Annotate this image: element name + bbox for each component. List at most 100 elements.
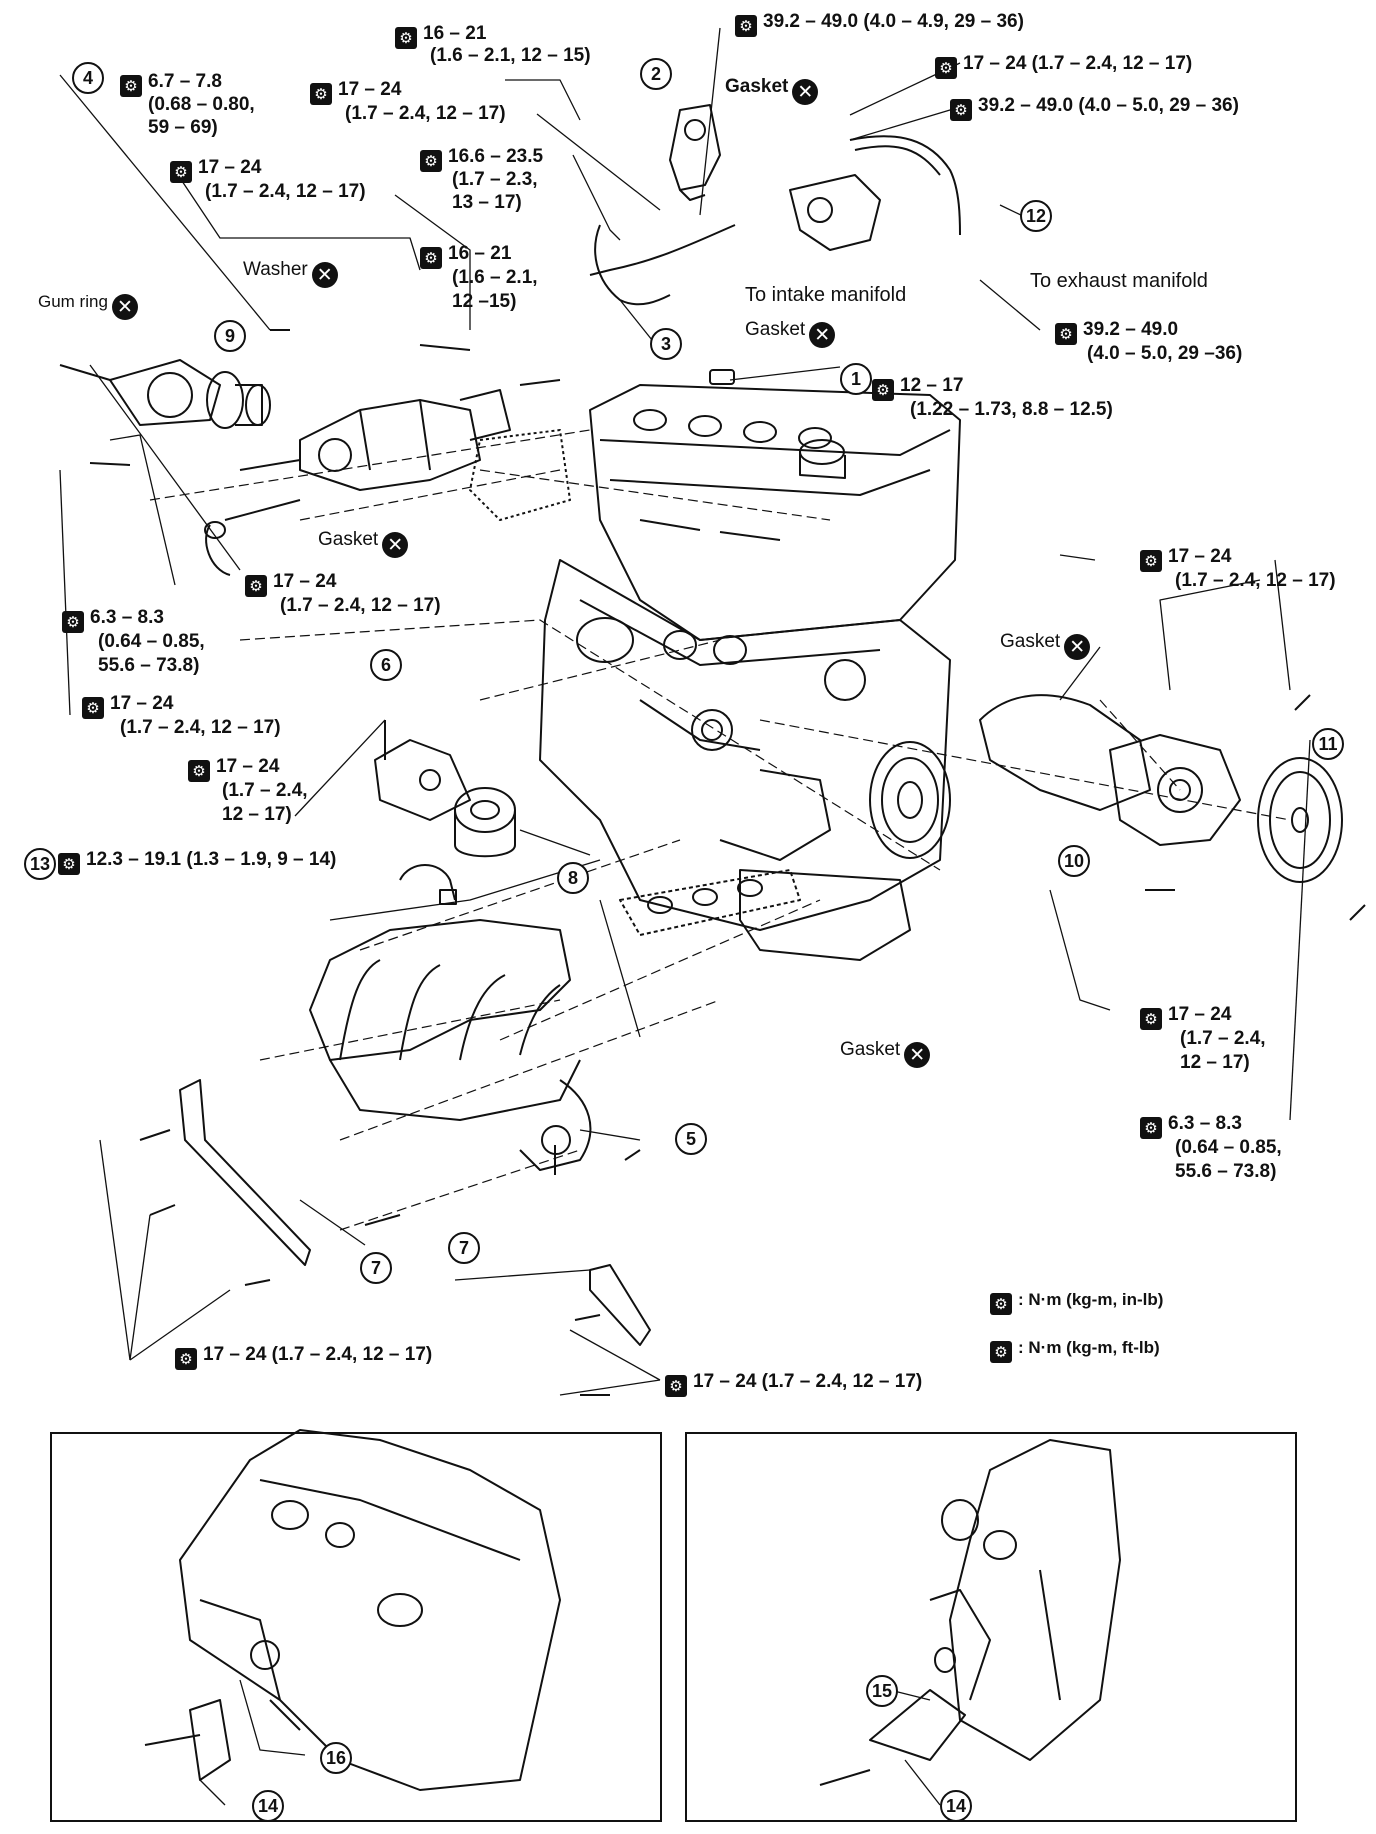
torque-17-24-f: ⚙17 – 24 xyxy=(1140,1003,1231,1030)
torque-value: 12 – 17 xyxy=(900,375,964,396)
torque-value: 39.2 – 49.0 xyxy=(1083,319,1179,340)
legend-text: : N·m (kg-m, ft-lb) xyxy=(1018,1338,1160,1357)
torque-17-24-d: ⚙ 17 – 24 xyxy=(82,692,173,719)
torque-wrench-icon: ⚙ xyxy=(245,575,267,597)
torque-17-24-bottom-center: ⚙ 17 – 24 (1.7 – 2.4, 12 – 17) xyxy=(665,1370,922,1397)
torque-value: 6.7 – 7.8 xyxy=(148,71,222,92)
to-exhaust-label: To exhaust manifold xyxy=(1030,270,1208,292)
torque-value: 39.2 – 49.0 (4.0 – 5.0, 29 – 36) xyxy=(978,95,1239,116)
inset-block-left xyxy=(144,1429,561,1791)
leader-lines xyxy=(59,27,1311,1396)
torque-value: 16.6 – 23.5 xyxy=(448,146,544,167)
manifold-support-left xyxy=(179,1079,311,1266)
torque-6-7-l3: 59 – 69) xyxy=(148,117,218,138)
torque-12-17: ⚙ 12 – 17 xyxy=(872,374,963,401)
torque-value: 17 – 24 (1.7 – 2.4, 12 – 17) xyxy=(963,53,1193,74)
gasket-text: Gasket xyxy=(745,319,806,340)
part-number-16: 16 xyxy=(320,1742,352,1774)
part-number-7-right: 7 xyxy=(448,1232,480,1264)
torque-wrench-icon: ⚙ xyxy=(188,760,210,782)
do-not-reuse-icon: ✕ xyxy=(382,532,409,558)
egr-valve xyxy=(669,104,881,251)
gasket-label-left: Gasket✕ xyxy=(318,528,409,558)
torque-39-49-exh: ⚙39.2 – 49.0 xyxy=(1055,318,1178,345)
inset-frame-right xyxy=(685,1432,1297,1822)
torque-value: 17 – 24 (1.7 – 2.4, 12 – 17) xyxy=(693,1371,923,1392)
oil-filter xyxy=(454,787,516,858)
manifold-support-right xyxy=(589,1264,651,1346)
torque-value: 17 – 24 xyxy=(338,79,402,100)
gasket-outline xyxy=(469,429,571,521)
to-intake-label: To intake manifold xyxy=(745,284,907,306)
sensor xyxy=(709,369,735,385)
torque-value: 17 – 24 xyxy=(198,157,262,178)
torque-value: 6.3 – 8.3 xyxy=(90,607,164,628)
inset-block-right xyxy=(819,1439,1121,1786)
torque-17-24-f-l3: 12 – 17) xyxy=(1180,1052,1250,1073)
torque-39-49-exh-sub: (4.0 – 5.0, 29 –36) xyxy=(1087,343,1243,364)
torque-16-21-mid-l2: (1.6 – 2.1, xyxy=(452,267,538,288)
water-pump xyxy=(1109,734,1241,846)
legend-ftlb: ⚙ : N·m (kg-m, ft-lb) xyxy=(990,1338,1160,1363)
torque-wrench-icon: ⚙ xyxy=(665,1375,687,1397)
legend-text: : N·m (kg-m, in-lb) xyxy=(1018,1290,1164,1309)
legend-inlb: ⚙ : N·m (kg-m, in-lb) xyxy=(990,1290,1163,1315)
intake-manifold xyxy=(309,864,592,1171)
cylinder-head xyxy=(589,384,961,641)
torque-wrench-icon: ⚙ xyxy=(310,83,332,105)
torque-17-24-right: ⚙17 – 24 xyxy=(1140,545,1231,572)
torque-6-3-left-l2: (0.64 – 0.85, xyxy=(98,631,205,652)
torque-6-7: ⚙6.7 – 7.8 xyxy=(120,70,222,97)
torque-value: 17 – 24 xyxy=(110,693,174,714)
assembly-lines xyxy=(149,429,1291,1231)
torque-17-24-e: ⚙ 17 – 24 xyxy=(188,755,279,782)
gasket-label-right: Gasket✕ xyxy=(1000,630,1091,660)
torque-value: 16 – 21 xyxy=(448,243,512,264)
do-not-reuse-icon: ✕ xyxy=(111,294,138,320)
part-number-13: 13 xyxy=(24,848,56,880)
torque-6-3-right-l3: 55.6 – 73.8) xyxy=(1175,1161,1277,1182)
torque-wrench-inlb-icon: ⚙ xyxy=(990,1293,1012,1315)
torque-6-7-l2: (0.68 – 0.80, xyxy=(148,94,255,115)
torque-wrench-icon: ⚙ xyxy=(170,161,192,183)
torque-wrench-icon: ⚙ xyxy=(990,1341,1012,1363)
torque-wrench-inlb-icon: ⚙ xyxy=(62,611,84,633)
gasket-label-intake: Gasket✕ xyxy=(840,1038,931,1068)
torque-wrench-icon: ⚙ xyxy=(395,27,417,49)
part-number-8: 8 xyxy=(557,862,589,894)
torque-value: 17 – 24 xyxy=(1168,1004,1232,1025)
torque-16-21-mid-l3: 12 –15) xyxy=(452,291,517,312)
washer-label: Washer✕ xyxy=(243,258,338,288)
part-number-10: 10 xyxy=(1058,845,1090,877)
water-pump-gasket xyxy=(979,694,1151,811)
water-control-valve-housing xyxy=(204,389,511,576)
torque-17-24-b: ⚙ 17 – 24 xyxy=(170,156,261,183)
gasket-text: Gasket xyxy=(725,76,789,97)
torque-16-21-top: ⚙16 – 21 xyxy=(395,22,486,49)
torque-6-3-right: ⚙6.3 – 8.3 xyxy=(1140,1112,1242,1139)
torque-17-24-b-sub: (1.7 – 2.4, 12 – 17) xyxy=(205,181,366,202)
do-not-reuse-icon: ✕ xyxy=(904,1042,931,1068)
torque-wrench-icon: ⚙ xyxy=(82,697,104,719)
inset-frame-left xyxy=(50,1432,662,1822)
part-number-12: 12 xyxy=(1020,200,1052,232)
part-number-4: 4 xyxy=(72,62,104,94)
torque-wrench-icon: ⚙ xyxy=(58,853,80,875)
intake-gasket xyxy=(619,869,801,936)
washer-text: Washer xyxy=(243,259,308,280)
torque-17-24-f-l2: (1.7 – 2.4, xyxy=(1180,1028,1266,1049)
torque-wrench-icon: ⚙ xyxy=(872,379,894,401)
torque-17-24-e-l2: (1.7 – 2.4, xyxy=(222,780,308,801)
torque-value: 17 – 24 xyxy=(216,756,280,777)
torque-value: 6.3 – 8.3 xyxy=(1168,1113,1242,1134)
do-not-reuse-icon: ✕ xyxy=(809,322,836,348)
torque-16-21-top-sub: (1.6 – 2.1, 12 – 15) xyxy=(430,45,591,66)
gasket-text: Gasket xyxy=(840,1039,901,1060)
part-number-1: 1 xyxy=(840,363,872,395)
torque-wrench-icon: ⚙ xyxy=(1140,550,1162,572)
do-not-reuse-icon: ✕ xyxy=(1064,634,1091,660)
oil-pan xyxy=(739,869,911,961)
torque-17-24-a-sub: (1.7 – 2.4, 12 – 17) xyxy=(345,103,506,124)
torque-16-6-l3: 13 – 17) xyxy=(452,192,522,213)
